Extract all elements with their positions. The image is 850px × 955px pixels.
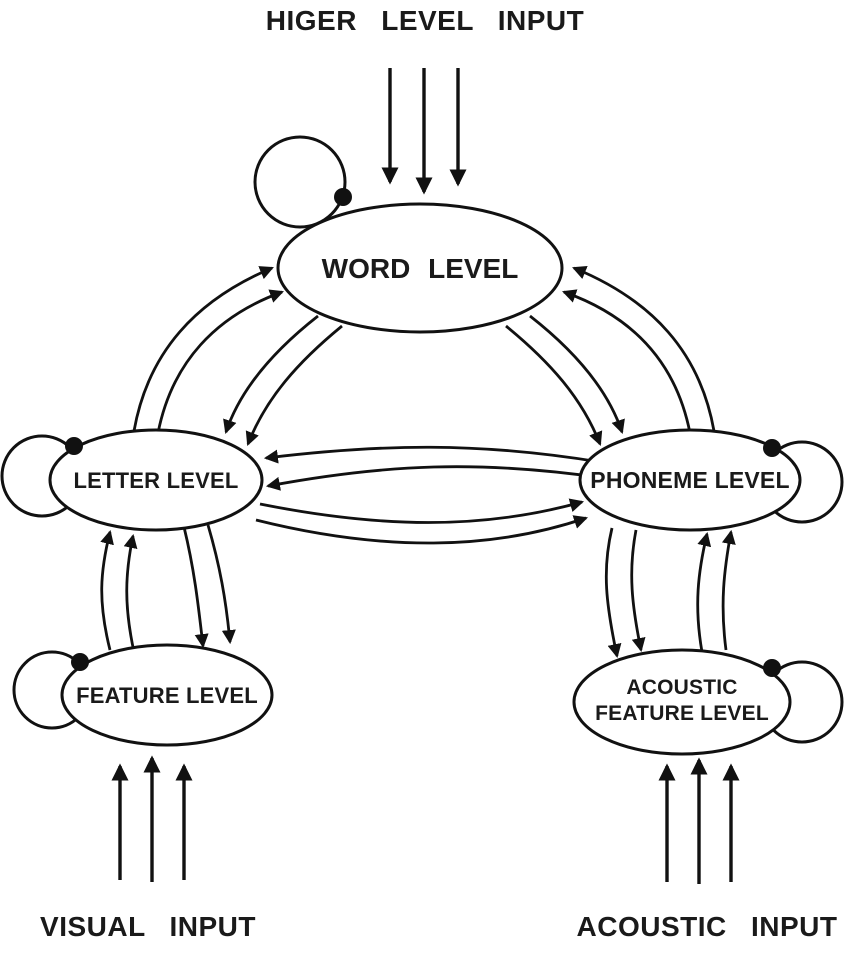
word-ellipse xyxy=(276,202,564,334)
arrow-letter-to-word-2 xyxy=(156,289,284,434)
arrow-phoneme-to-word-1 xyxy=(572,266,716,432)
feature-ellipse xyxy=(60,643,274,747)
phoneme-inhibition-dot xyxy=(763,439,781,457)
arrow-letter-to-word-1 xyxy=(132,266,274,432)
acoustic-feature-ellipse xyxy=(572,648,792,756)
arrow-phoneme-to-word-2 xyxy=(562,289,692,434)
node-feature-level: FEATURE LEVEL xyxy=(12,643,274,747)
arrow-phoneme-to-letter-1 xyxy=(263,445,601,464)
arrow-word-to-letter-2 xyxy=(245,324,343,446)
edge-phoneme-acoustic-feature xyxy=(604,527,736,659)
acoustic-input-label: ACOUSTIC INPUT xyxy=(577,911,838,942)
arrow-letter-to-feature-2 xyxy=(206,524,236,645)
letter-inhibition-dot xyxy=(65,437,83,455)
arrow-word-to-letter-1 xyxy=(223,314,319,434)
node-word-level: WORD LEVEL xyxy=(253,135,564,334)
arrow-acoustic-to-phoneme-1 xyxy=(696,531,712,653)
feature-level-label: FEATURE LEVEL xyxy=(76,683,258,708)
letter-level-label: LETTER LEVEL xyxy=(74,468,239,493)
arrow-phoneme-to-letter-2 xyxy=(265,465,605,491)
edge-word-letter xyxy=(132,266,343,446)
node-letter-level: LETTER LEVEL xyxy=(0,428,264,532)
letter-ellipse xyxy=(48,428,264,532)
arrow-phoneme-to-acoustic-1 xyxy=(604,527,622,659)
node-phoneme-level: PHONEME LEVEL xyxy=(578,428,844,532)
word-self-loop xyxy=(253,135,347,229)
visual-input-arrows xyxy=(111,755,193,882)
arrow-word-to-phoneme-1 xyxy=(529,314,625,434)
edge-word-phoneme xyxy=(505,266,716,446)
arrow-letter-to-phoneme-1 xyxy=(259,498,585,524)
edge-letter-feature xyxy=(100,524,236,653)
arrow-word-to-phoneme-2 xyxy=(505,324,603,446)
acoustic-input-arrows xyxy=(658,757,740,884)
visual-input-label: VISUAL INPUT xyxy=(40,911,256,942)
word-inhibition-dot xyxy=(334,188,352,206)
phoneme-level-label: PHONEME LEVEL xyxy=(590,467,789,493)
higher-level-input-label: HIGER LEVEL INPUT xyxy=(266,5,584,36)
arrow-letter-to-phoneme-2 xyxy=(255,515,588,545)
arrow-letter-to-feature-1 xyxy=(182,526,209,649)
arrow-acoustic-to-phoneme-2 xyxy=(721,529,736,651)
acoustic-feature-label-line1: ACOUSTIC xyxy=(626,676,737,699)
feature-inhibition-dot xyxy=(71,653,89,671)
acoustic-feature-inhibition-dot xyxy=(763,659,781,677)
arrow-feature-to-letter-2 xyxy=(123,533,138,653)
edge-letter-phoneme xyxy=(255,445,605,545)
higher-input-arrows xyxy=(381,68,467,195)
word-level-label: WORD LEVEL xyxy=(322,253,519,284)
node-acoustic-feature-level: ACOUSTIC FEATURE LEVEL xyxy=(572,648,844,756)
arrow-feature-to-letter-1 xyxy=(100,529,114,651)
arrow-phoneme-to-acoustic-2 xyxy=(630,529,646,653)
acoustic-feature-label-line2: FEATURE LEVEL xyxy=(595,702,769,725)
phoneme-ellipse xyxy=(578,428,802,532)
